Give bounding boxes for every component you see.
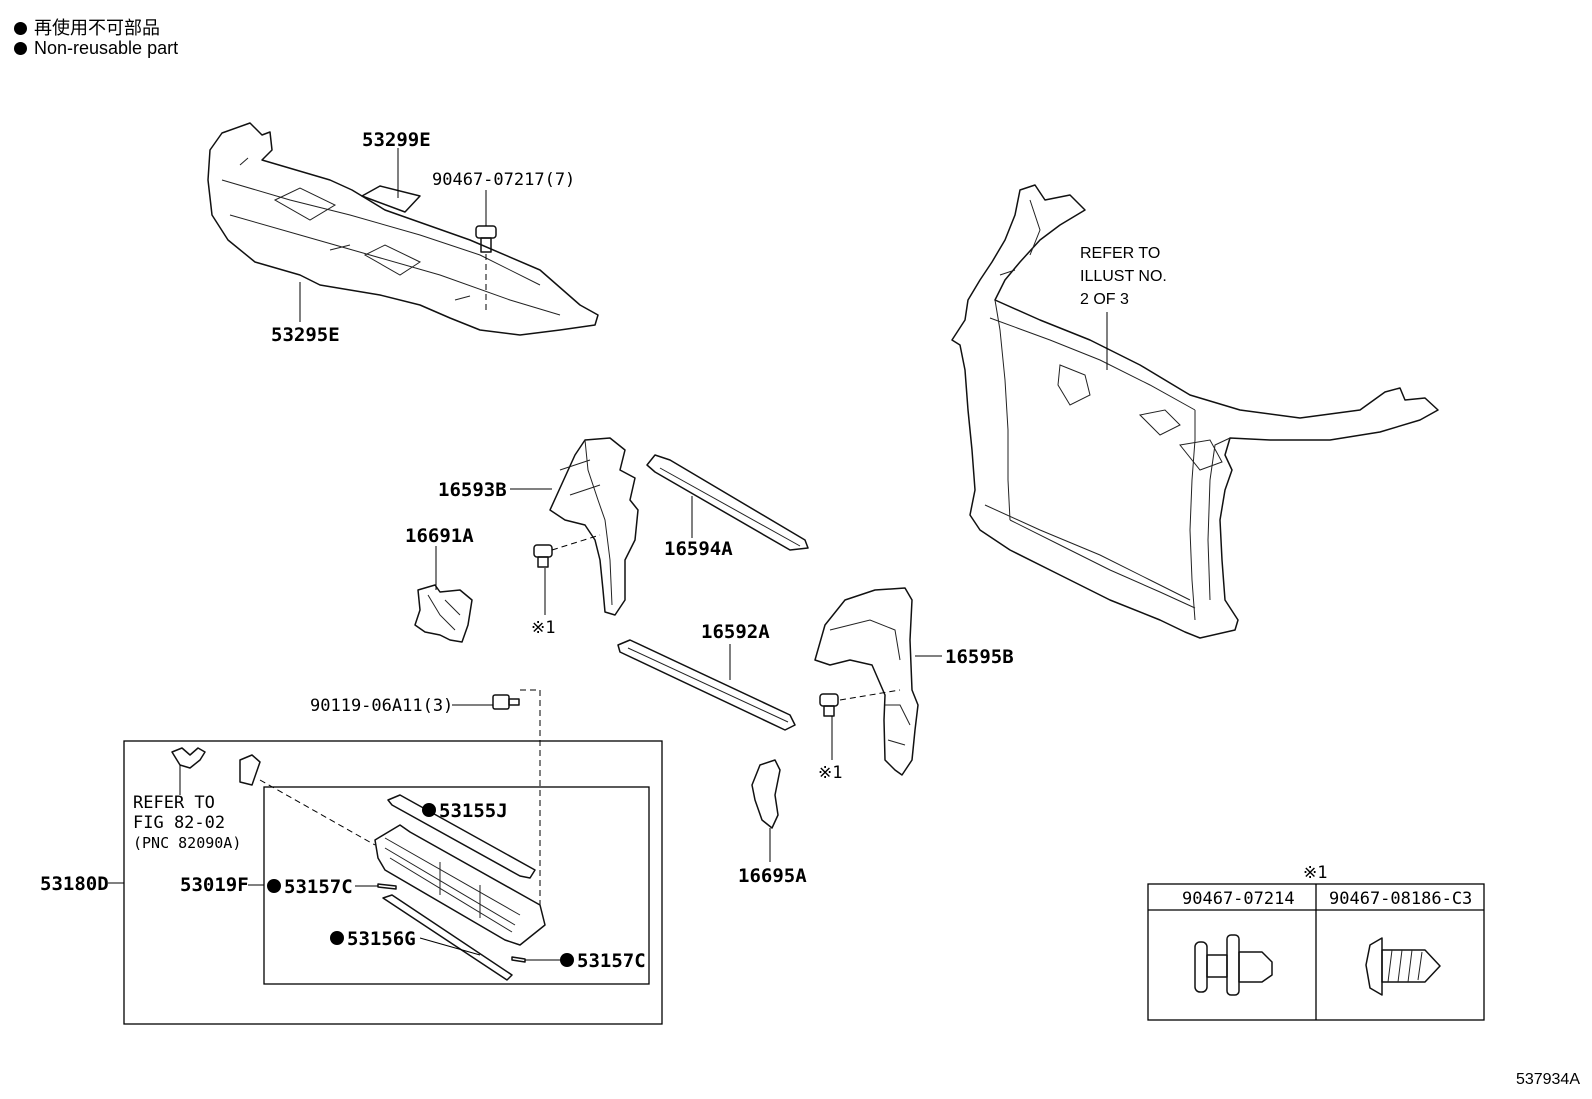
- clip-90467-08186-C3-icon: [1365, 937, 1441, 996]
- label-53157C-b: 53157C: [577, 950, 646, 972]
- label-16592A: 16592A: [701, 621, 770, 643]
- part-small-block: [239, 754, 376, 846]
- clip-table: ※1 90467-07214 90467-08186-C3: [1147, 863, 1485, 1021]
- label-16594A: 16594A: [664, 538, 733, 560]
- legend-japanese: 再使用不可部品: [14, 14, 160, 40]
- part-16691A-bracket: [414, 584, 473, 643]
- non-reusable-dot-icon: [267, 879, 281, 893]
- label-90119-06A11: 90119-06A11(3): [310, 696, 453, 716]
- label-53155J: 53155J: [439, 800, 508, 822]
- non-reusable-dot-icon: [330, 931, 344, 945]
- label-16593B: 16593B: [438, 479, 507, 501]
- part-53156G-seal: [382, 894, 513, 981]
- non-reusable-dot-icon: [14, 42, 27, 55]
- label-53295E: 53295E: [271, 324, 340, 346]
- non-reusable-dot-icon: [422, 803, 436, 817]
- note-1-a: ※1: [531, 618, 555, 638]
- clip-90467-07214-icon: [1194, 934, 1273, 996]
- table-col-1-header: 90467-07214: [1182, 889, 1295, 909]
- part-53155J-seal: [387, 794, 536, 879]
- note-1-table: ※1: [1303, 863, 1327, 883]
- part-sensor-harness: [171, 747, 206, 795]
- refer-fig-line-3: (PNC 82090A): [133, 834, 241, 852]
- clip-16595B-icon: [819, 689, 901, 717]
- part-radiator-support: [951, 184, 1439, 639]
- part-53299E-label: [361, 185, 421, 213]
- part-16695A-bracket: [751, 759, 781, 829]
- part-16593B-guide: [549, 437, 639, 616]
- part-53157C-clip-a: [377, 883, 397, 890]
- label-53019F: 53019F: [180, 874, 249, 896]
- refer-fig-line-1: REFER TO: [133, 793, 215, 813]
- illustration-ref-code: 537934A: [1515, 1071, 1580, 1088]
- table-col-2-header: 90467-08186-C3: [1329, 889, 1472, 909]
- label-90467-07217: 90467-07217(7): [432, 170, 575, 190]
- label-53156G: 53156G: [347, 928, 416, 950]
- part-53295E-cover: [207, 122, 599, 336]
- label-16695A: 16695A: [738, 865, 807, 887]
- note-1-b: ※1: [818, 763, 842, 783]
- non-reusable-dot-icon: [14, 22, 27, 35]
- refer-illust-line-3: 2 OF 3: [1080, 291, 1129, 308]
- clip-16593B-icon: [533, 534, 601, 568]
- part-16594A-bar: [646, 454, 809, 551]
- part-53157C-clip-b: [511, 956, 526, 963]
- refer-illust-line-2: ILLUST NO.: [1080, 268, 1167, 285]
- label-16595B: 16595B: [945, 646, 1014, 668]
- non-reusable-dot-icon: [560, 953, 574, 967]
- label-53157C-a: 53157C: [284, 876, 353, 898]
- label-53180D: 53180D: [40, 873, 109, 895]
- label-53299E: 53299E: [362, 129, 431, 151]
- bolt-90119-icon: [492, 689, 541, 905]
- part-16592A-bar: [617, 639, 796, 731]
- part-16595B-guide: [814, 587, 919, 776]
- clip-90467-07217-icon: [475, 225, 497, 310]
- legend-english: Non-reusable part: [14, 38, 178, 59]
- label-16691A: 16691A: [405, 525, 474, 547]
- refer-fig-line-2: FIG 82-02: [133, 813, 225, 833]
- part-53019F-shutter: [374, 824, 546, 946]
- refer-illust-line-1: REFER TO: [1080, 245, 1160, 262]
